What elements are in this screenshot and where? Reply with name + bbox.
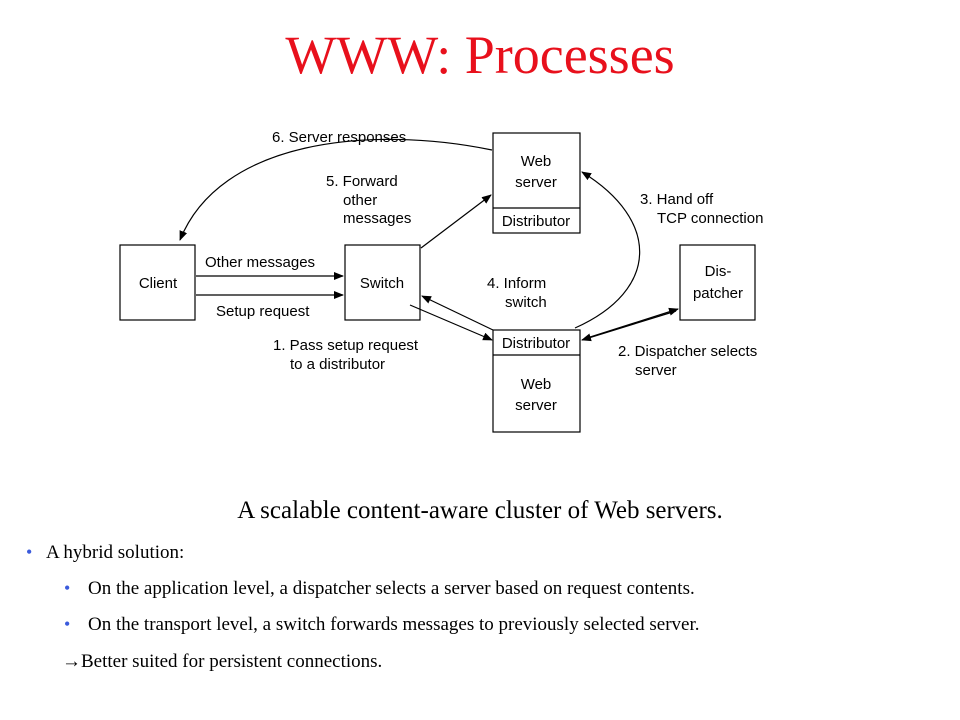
web-server-top-box [492,132,581,234]
web-server-bottom-box [492,329,581,433]
label-inform-1: 4. Inform [487,275,546,292]
slide-title: WWW: Processes [285,25,675,85]
client-box [119,244,196,321]
dispatcher-label-1: Dis- [705,263,732,280]
arrow-pass-setup-request [409,304,493,341]
conclusion-text: Better suited for persistent connections… [81,651,383,672]
web-server-bottom-label-1: Web [521,376,552,393]
web-server-top-label-2: server [515,174,557,191]
switch-box [344,244,421,321]
switch-label: Switch [360,275,404,292]
label-dispatcher-selects-1: 2. Dispatcher selects [618,343,757,360]
right-arrow-icon: → [62,651,81,672]
label-server-responses: 6. Server responses [272,129,406,146]
client-label: Client [139,275,178,292]
bullet-dot-2: • [64,578,71,598]
cluster-diagram: Client Switch Dis- patcher Web server Di… [119,129,763,433]
label-pass-2: to a distributor [290,356,385,373]
label-dispatcher-selects-2: server [635,362,677,379]
label-setup-request: Setup request [216,303,310,320]
dispatcher-box [679,244,756,321]
arrow-switch-to-web-top [420,194,492,249]
label-pass-1: 1. Pass setup request [273,337,419,354]
label-forward-3: messages [343,210,411,227]
diagram-caption: A scalable content-aware cluster of Web … [237,497,723,524]
label-handoff-2: TCP connection [657,210,763,227]
web-server-top-label-1: Web [521,153,552,170]
distributor-top-label: Distributor [502,213,570,230]
label-forward-1: 5. Forward [326,173,398,190]
bullet-dot-1: • [26,542,33,562]
bullet-transport-level: On the transport level, a switch forward… [88,614,700,635]
bullet-dot-3: • [64,614,71,634]
bullet-hybrid-solution: A hybrid solution: [46,542,185,563]
label-inform-2: switch [505,294,547,311]
arrow-dispatcher-to-distributor [581,310,677,342]
label-forward-2: other [343,192,377,209]
label-other-messages: Other messages [205,254,315,271]
arrow-hand-off-tcp [574,171,641,329]
bullet-application-level: On the application level, a dispatcher s… [88,578,695,599]
arrow-inform-switch [421,295,494,331]
label-handoff-1: 3. Hand off [640,191,714,208]
distributor-bottom-label: Distributor [502,335,570,352]
bullet-conclusion: →Better suited for persistent connection… [62,651,382,674]
arrow-server-responses [179,138,493,241]
dispatcher-label-2: patcher [693,285,743,302]
web-server-bottom-label-2: server [515,397,557,414]
